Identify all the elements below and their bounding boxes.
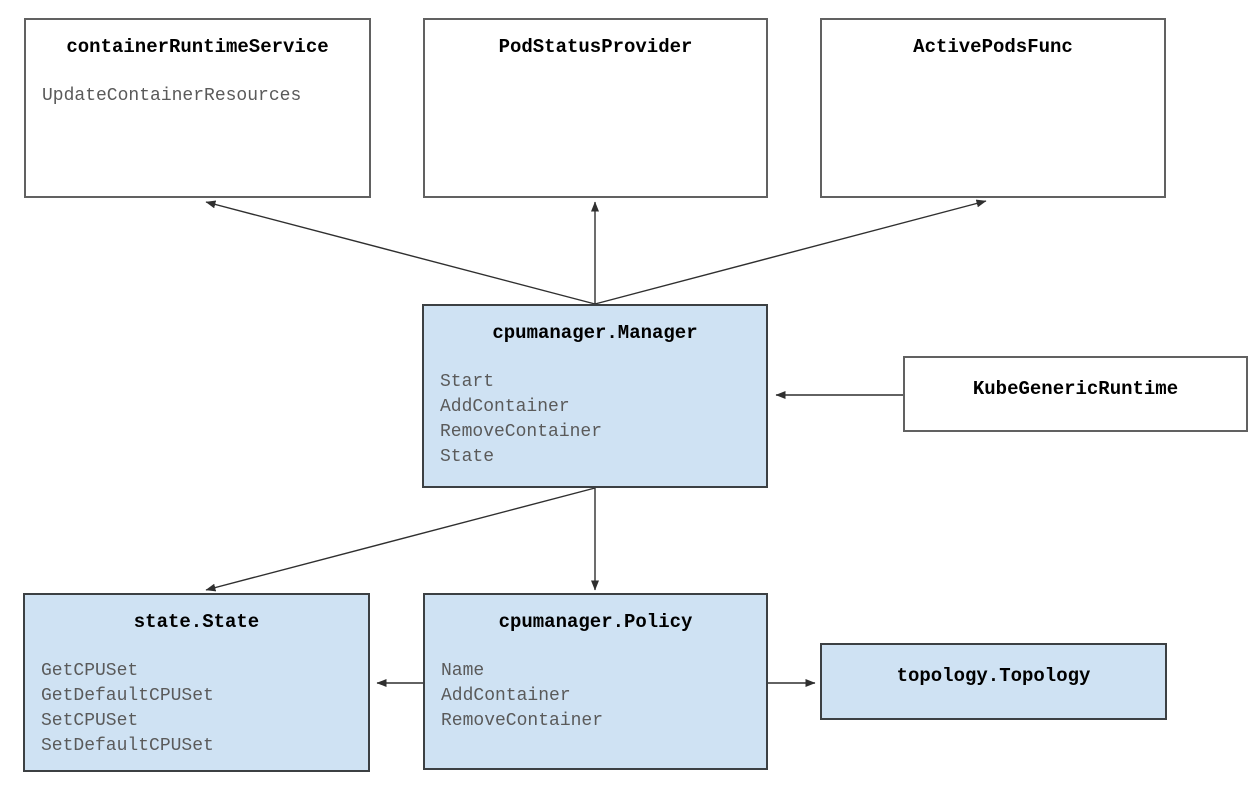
method-label: SetCPUSet <box>41 711 139 731</box>
node-method-list: UpdateContainerResources <box>26 84 369 109</box>
node-title: topology.Topology <box>896 665 1091 687</box>
method-label: SetDefaultCPUSet <box>41 736 214 756</box>
node-method-list: Start AddContainer RemoveContainer State <box>424 370 766 470</box>
node-title: PodStatusProvider <box>498 36 693 58</box>
method-label: UpdateContainerResources <box>42 86 302 106</box>
node-method-list: GetCPUSet GetDefaultCPUSet SetCPUSet Set… <box>25 659 368 759</box>
edge-manager-to-active-pods-func <box>594 199 987 305</box>
method-label: GetDefaultCPUSet <box>41 686 214 706</box>
node-title: state.State <box>133 611 260 633</box>
node-container-runtime-service: containerRuntimeService UpdateContainerR… <box>24 18 371 198</box>
node-method-list: Name AddContainer RemoveContainer <box>425 659 766 734</box>
edge-manager-to-state-state <box>205 487 596 592</box>
node-cpumanager-manager: cpumanager.Manager Start AddContainer Re… <box>422 304 768 488</box>
method-label: AddContainer <box>440 397 570 417</box>
node-title: KubeGenericRuntime <box>972 378 1179 400</box>
method-label: Name <box>441 661 485 681</box>
node-pod-status-provider: PodStatusProvider <box>423 18 768 198</box>
node-kube-generic-runtime: KubeGenericRuntime <box>903 356 1248 432</box>
method-label: GetCPUSet <box>41 661 139 681</box>
method-label: AddContainer <box>441 686 571 706</box>
method-label: RemoveContainer <box>441 711 604 731</box>
node-title: cpumanager.Policy <box>498 611 693 633</box>
node-topology-topology: topology.Topology <box>820 643 1167 720</box>
node-title: ActivePodsFunc <box>913 36 1073 58</box>
method-label: State <box>440 447 495 467</box>
method-label: Start <box>440 372 495 392</box>
node-title: cpumanager.Manager <box>492 322 698 344</box>
node-state-state: state.State GetCPUSet GetDefaultCPUSet S… <box>23 593 370 772</box>
node-active-pods-func: ActivePodsFunc <box>820 18 1166 198</box>
edge-manager-to-container-runtime-service <box>205 200 596 305</box>
method-label: RemoveContainer <box>440 422 603 442</box>
node-title: containerRuntimeService <box>66 36 329 58</box>
node-cpumanager-policy: cpumanager.Policy Name AddContainer Remo… <box>423 593 768 770</box>
